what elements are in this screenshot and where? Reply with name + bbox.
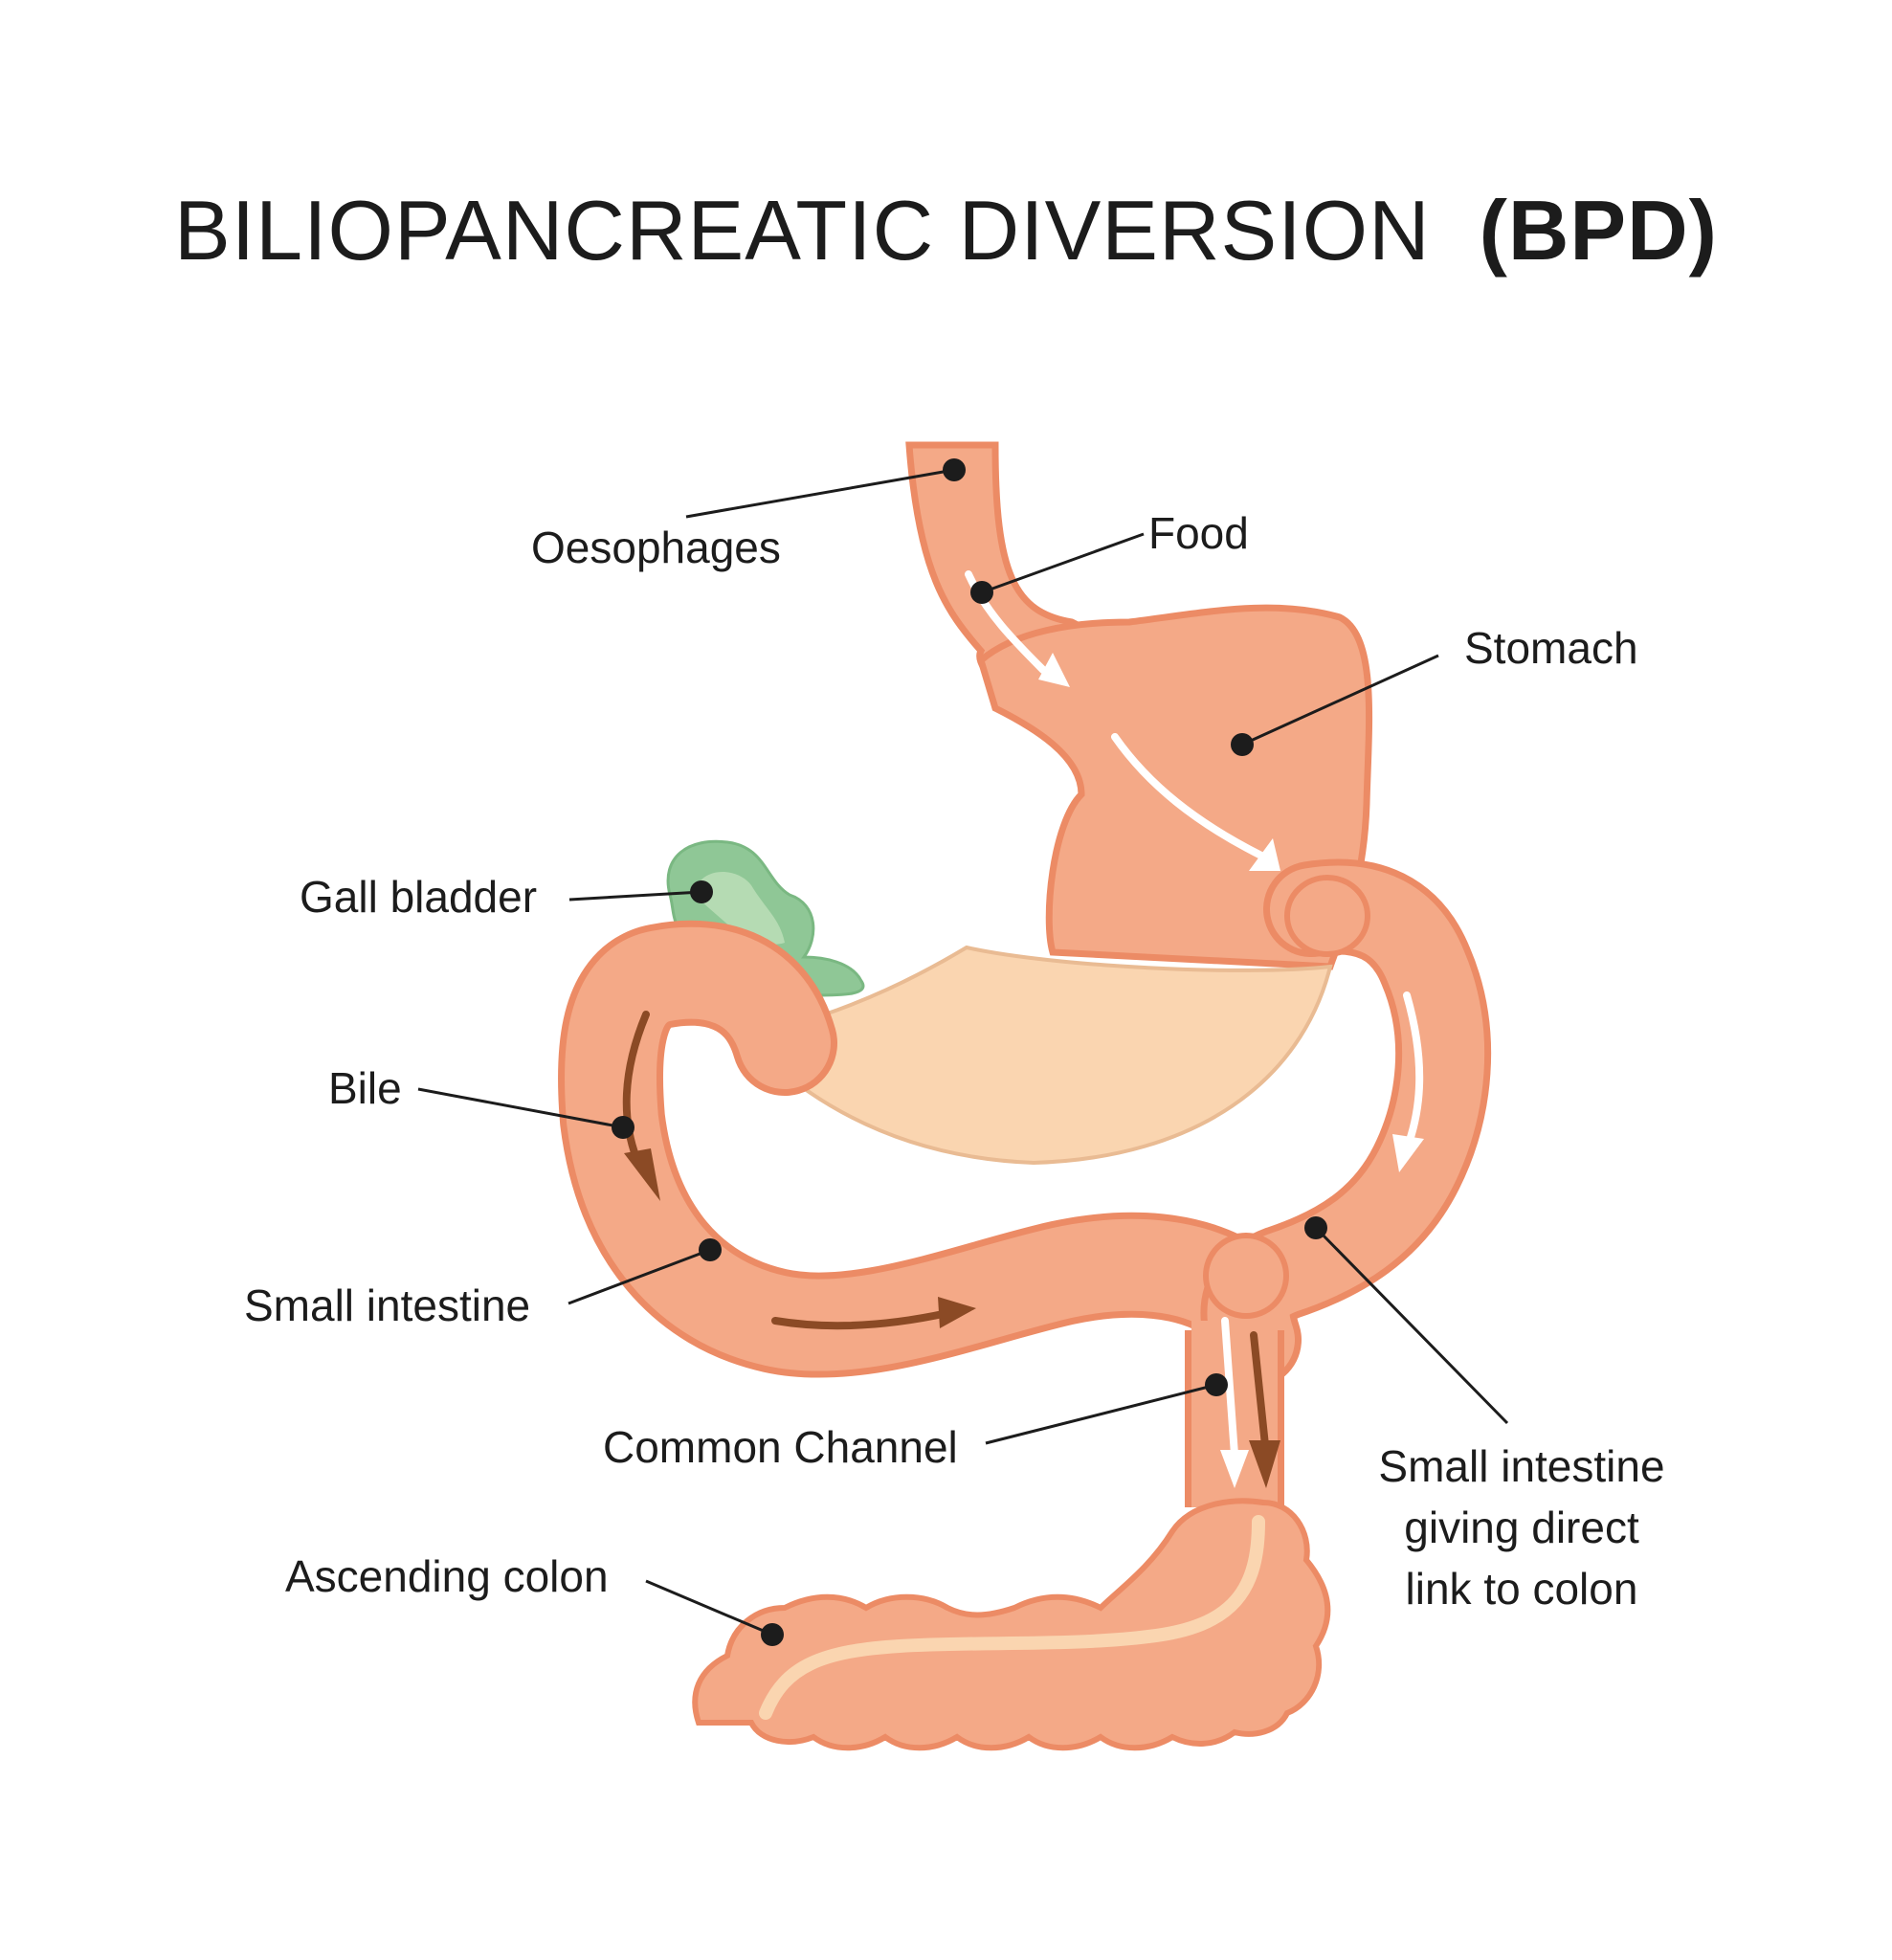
colon-highlight bbox=[759, 1515, 1265, 1720]
title-abbreviation: (BPD) bbox=[1479, 183, 1718, 278]
anastomosis-cuff bbox=[1203, 1233, 1289, 1319]
colon-shape bbox=[692, 1498, 1331, 1751]
label-common-channel: Common Channel bbox=[603, 1422, 958, 1472]
stomach-outlet-cuff bbox=[1284, 875, 1370, 957]
label-ascending-colon: Ascending colon bbox=[285, 1551, 609, 1601]
label-bile: Bile bbox=[328, 1063, 402, 1113]
page-title: BILIOPANCREATIC DIVERSION (BPD) bbox=[0, 182, 1892, 279]
leader-dots bbox=[612, 458, 1327, 1646]
label-oesophages: Oesophages bbox=[531, 523, 781, 572]
label-small-intestine-link-line-2: giving direct bbox=[1404, 1503, 1639, 1552]
label-stomach: Stomach bbox=[1464, 623, 1638, 673]
stomach-remnant-shape bbox=[792, 945, 1333, 1166]
bile-arrowheads bbox=[624, 1148, 1280, 1488]
stomach-shape bbox=[976, 604, 1373, 970]
label-small-intestine-link-line-1: Small intestine bbox=[1378, 1441, 1665, 1491]
gall-bladder-highlight bbox=[694, 872, 785, 945]
small-intestine-tube-fill bbox=[565, 926, 1280, 1371]
food-arrowheads bbox=[1038, 653, 1424, 1488]
label-small-intestine-link-line-3: link to colon bbox=[1405, 1564, 1638, 1614]
label-small-intestine-link: Small intestine giving direct link to co… bbox=[1359, 1436, 1684, 1619]
label-food: Food bbox=[1148, 508, 1249, 558]
bile-flow-arrows bbox=[622, 1011, 1269, 1449]
label-gall-bladder: Gall bladder bbox=[300, 872, 538, 922]
title-main: BILIOPANCREATIC DIVERSION bbox=[174, 183, 1431, 278]
label-small-intestine: Small intestine bbox=[244, 1281, 531, 1330]
leader-lines bbox=[417, 468, 1509, 1637]
